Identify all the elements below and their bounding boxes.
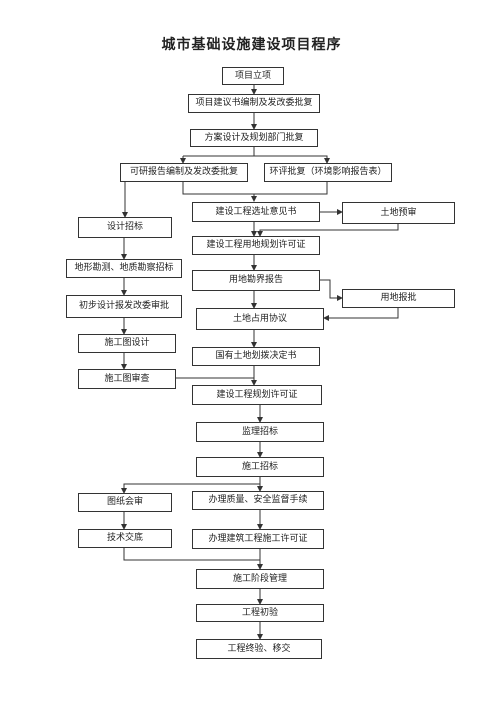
node-initial-acceptance: 工程初验 [196, 604, 324, 622]
node-proposal: 项目建议书编制及发改委批复 [188, 94, 320, 113]
node-land-pre-review: 土地预审 [342, 202, 455, 224]
connector-bidding-split [121, 477, 261, 494]
node-env-approval: 环评批复（环境影响报告表） [264, 163, 392, 182]
node-quality-safety: 办理质量、安全监督手续 [192, 491, 324, 510]
node-boundary-report: 用地勘界报告 [192, 270, 320, 291]
node-drawing-review: 施工图审查 [78, 369, 176, 389]
connector-boundary-to-application [320, 279, 343, 301]
node-land-use-permit: 建设工程用地规划许可证 [192, 236, 320, 255]
node-survey-bidding: 地形勘测、地质勘察招标 [66, 259, 182, 278]
node-technical-briefing: 技术交底 [78, 529, 172, 548]
connector-scheme-split [183, 147, 255, 157]
connector-application-to-agreement [323, 308, 399, 321]
page-title: 城市基础设施建设项目程序 [161, 37, 342, 53]
node-project-approval: 项目立项 [222, 67, 284, 85]
node-construction-drawing: 施工图设计 [78, 334, 176, 353]
node-construction-management: 施工阶段管理 [196, 569, 324, 589]
arrow-to-env [254, 155, 330, 164]
node-scheme-design: 方案设计及规划部门批复 [190, 129, 318, 147]
connector-briefing-merge [123, 548, 260, 561]
node-final-acceptance: 工程终验、移交 [196, 639, 322, 659]
node-prelim-design: 初步设计报发改委审批 [66, 295, 182, 318]
node-design-bidding: 设计招标 [78, 217, 172, 238]
connector-prereview-to-permit [257, 224, 399, 237]
node-site-selection: 建设工程选址意见书 [192, 202, 320, 222]
connector-env-down [254, 182, 328, 195]
arrow-feasibility-to-site [182, 182, 257, 202]
node-supervision-bidding: 监理招标 [196, 422, 324, 442]
node-planning-permit: 建设工程规划许可证 [192, 385, 322, 405]
node-construction-bidding: 施工招标 [196, 457, 324, 477]
node-drawing-review-meeting: 图纸会审 [78, 493, 172, 512]
node-construction-permit: 办理建筑工程施工许可证 [192, 529, 324, 549]
node-land-application: 用地报批 [342, 289, 455, 308]
node-allocation-decision: 国有土地划拨决定书 [192, 347, 320, 366]
node-feasibility: 可研报告编制及发改委批复 [120, 163, 248, 182]
node-land-agreement: 土地占用协议 [196, 308, 324, 330]
